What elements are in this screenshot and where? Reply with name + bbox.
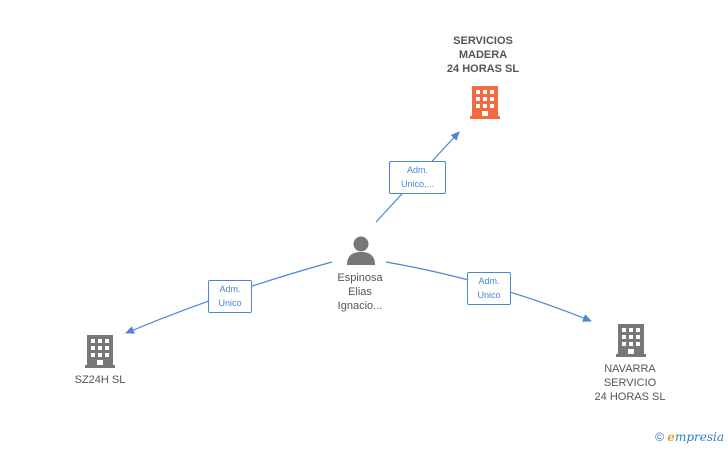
company-name-navarra-servicio[interactable]: NAVARRA SERVICIO 24 HORAS SL: [594, 363, 666, 403]
building-icon[interactable]: [616, 324, 646, 357]
brand-name: mpresia: [674, 430, 724, 444]
edge-label-right: Adm. Unico: [467, 272, 511, 305]
person-name-espinosa[interactable]: Espinosa Elias Ignacio...: [337, 272, 383, 312]
edge-label-left: Adm. Unico: [208, 280, 252, 313]
copyright-symbol: ©: [655, 430, 664, 444]
company-name-sz24h[interactable]: SZ24H SL: [74, 374, 126, 386]
brand-initial: e: [667, 430, 675, 444]
empresia-watermark: © empresia: [655, 430, 724, 444]
building-icon[interactable]: [470, 86, 500, 119]
person-icon[interactable]: [347, 236, 375, 266]
edge-label-top: Adm. Unico,...: [389, 161, 446, 194]
company-name-servicios-madera[interactable]: SERVICIOS MADERA 24 HORAS SL: [446, 35, 520, 75]
building-icon[interactable]: [85, 335, 115, 368]
